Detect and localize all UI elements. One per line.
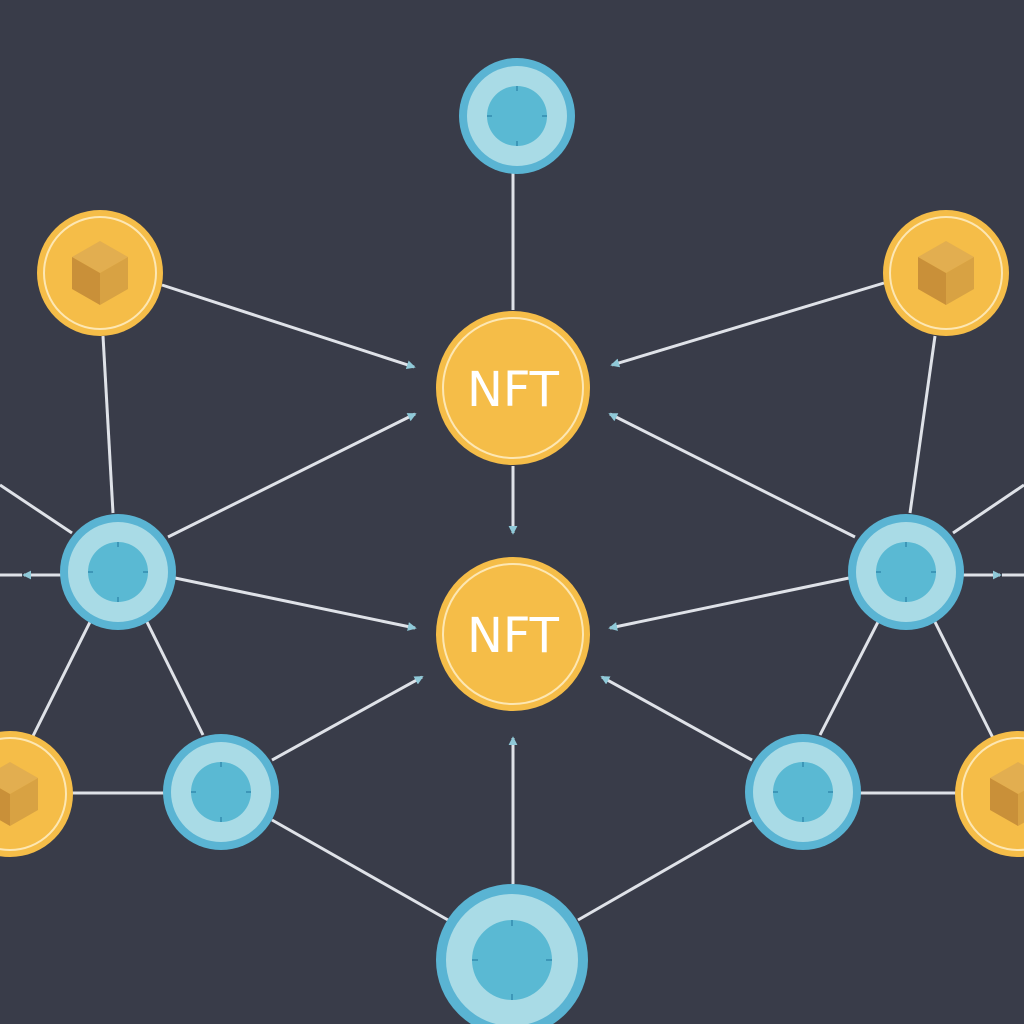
- edge-bluel-to-bluebl: [145, 621, 205, 736]
- edges: [0, 172, 1024, 922]
- edge-bluer-to-goldbr: [933, 621, 997, 743]
- blue-node-bottom-right: [745, 734, 861, 850]
- blue-node-bottom: [436, 884, 588, 1024]
- blue-nodes: [60, 58, 964, 1024]
- nft-nodes: NFT NFT: [436, 311, 590, 711]
- gold-node-bottom-left: [0, 731, 73, 857]
- arrow-goldtr-to-nft1: [610, 281, 885, 368]
- gold-node-top-left: [37, 210, 163, 336]
- node-icon: [876, 542, 936, 602]
- edge-bluebr-to-bottom: [577, 818, 753, 922]
- node-icon: [472, 920, 552, 1000]
- edge-goldtr-to-bluer: [908, 335, 937, 514]
- gold-node-top-right: [883, 210, 1009, 336]
- gold-node-bottom-right: [955, 731, 1024, 857]
- gold-nodes: [0, 210, 1024, 857]
- cube-icon: [990, 762, 1024, 826]
- edge-offright-to-bluer: [952, 483, 1024, 535]
- node-icon: [191, 762, 251, 822]
- node-icon: [487, 86, 547, 146]
- nft-label-top: NFT: [467, 362, 560, 418]
- arrow-bluel-to-nft1: [167, 412, 417, 539]
- node-icon: [773, 762, 833, 822]
- arrow-bluer-to-nft1: [608, 412, 856, 539]
- blue-node-bottom-left: [163, 734, 279, 850]
- cube-icon: [0, 762, 38, 826]
- nft-node-top: NFT: [436, 311, 590, 465]
- nft-label-bottom: NFT: [467, 608, 560, 664]
- blue-node-left: [60, 514, 176, 630]
- blue-node-right: [848, 514, 964, 630]
- edge-bluel-to-goldbl: [28, 621, 92, 743]
- arrow-bluebr-to-nft2: [600, 675, 753, 762]
- arrow-bluer-to-nft2: [608, 576, 850, 631]
- arrow-bluel-to-nft2: [174, 576, 417, 631]
- node-icon: [88, 542, 148, 602]
- arrow-goldtl-to-nft1: [161, 283, 416, 370]
- edge-goldtl-to-bluel: [101, 335, 115, 514]
- cube-icon: [918, 241, 974, 305]
- cube-icon: [72, 241, 128, 305]
- nft-node-bottom: NFT: [436, 557, 590, 711]
- blue-node-top: [459, 58, 575, 174]
- edge-bluebl-to-bottom: [271, 818, 449, 922]
- edge-bluer-to-bluebr: [818, 621, 880, 736]
- edge-offleft-to-bluel: [0, 483, 73, 535]
- arrow-bluebl-to-nft2: [271, 675, 424, 762]
